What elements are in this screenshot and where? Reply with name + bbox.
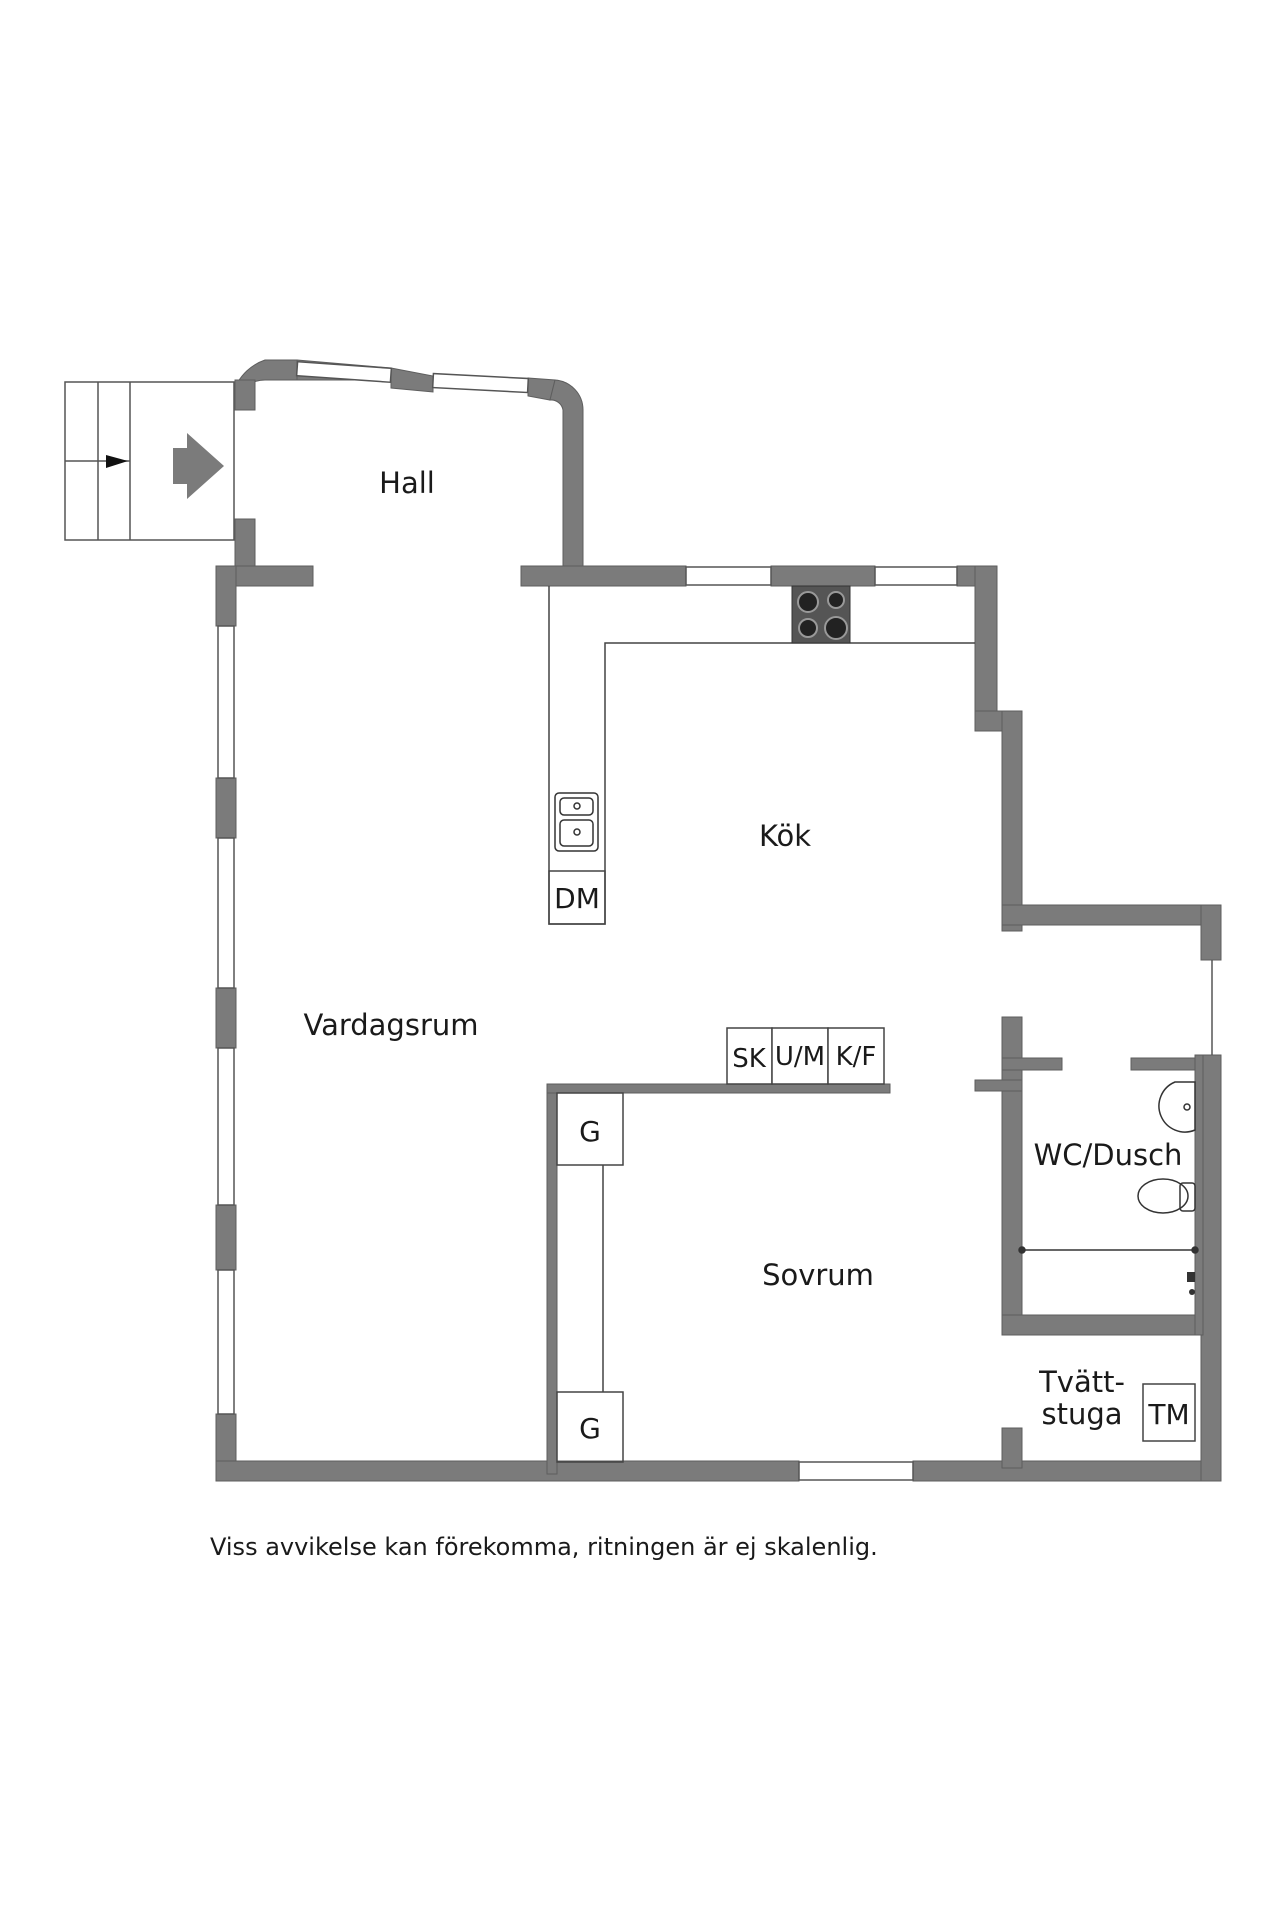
cabinet-um-label: U/M: [775, 1042, 825, 1072]
washbasin-icon: [1158, 1081, 1196, 1133]
kitchen-counter: [548, 586, 975, 925]
cabinet-sk-label: SK: [732, 1044, 767, 1074]
dishwasher-label: DM: [554, 882, 600, 915]
shower-head-icon: [1187, 1272, 1195, 1295]
toilet-icon: [1137, 1178, 1196, 1214]
washing-machine-box: [1142, 1383, 1196, 1442]
entrance-direction-icon: [173, 433, 224, 499]
washer-label: TM: [1147, 1398, 1189, 1431]
room-label-tvattstuga-line1: Tvätt-: [1038, 1365, 1125, 1399]
stove-icon: [791, 585, 851, 644]
walls: [215, 359, 1222, 1482]
shower-rail: [1018, 1246, 1199, 1254]
room-label-hall: Hall: [379, 466, 435, 500]
disclaimer-text: Viss avvikelse kan förekomma, ritningen …: [210, 1533, 878, 1561]
room-label-kok: Kök: [759, 819, 811, 853]
windows: [217, 360, 1213, 1481]
room-label-vardagsrum: Vardagsrum: [303, 1008, 478, 1042]
room-label-tvattstuga-line2: stuga: [1041, 1397, 1122, 1431]
wardrobes: [556, 1092, 624, 1463]
wardrobe-bottom-label: G: [579, 1412, 601, 1445]
room-label-sovrum: Sovrum: [762, 1258, 874, 1292]
cabinet-kf-label: K/F: [836, 1042, 877, 1072]
kitchen-cabinets: [726, 1027, 885, 1085]
wardrobe-top-label: G: [579, 1115, 601, 1148]
entry-arrow-icon: [106, 455, 128, 468]
room-label-wc-dusch: WC/Dusch: [1034, 1138, 1183, 1172]
sink-icon: [554, 792, 599, 852]
